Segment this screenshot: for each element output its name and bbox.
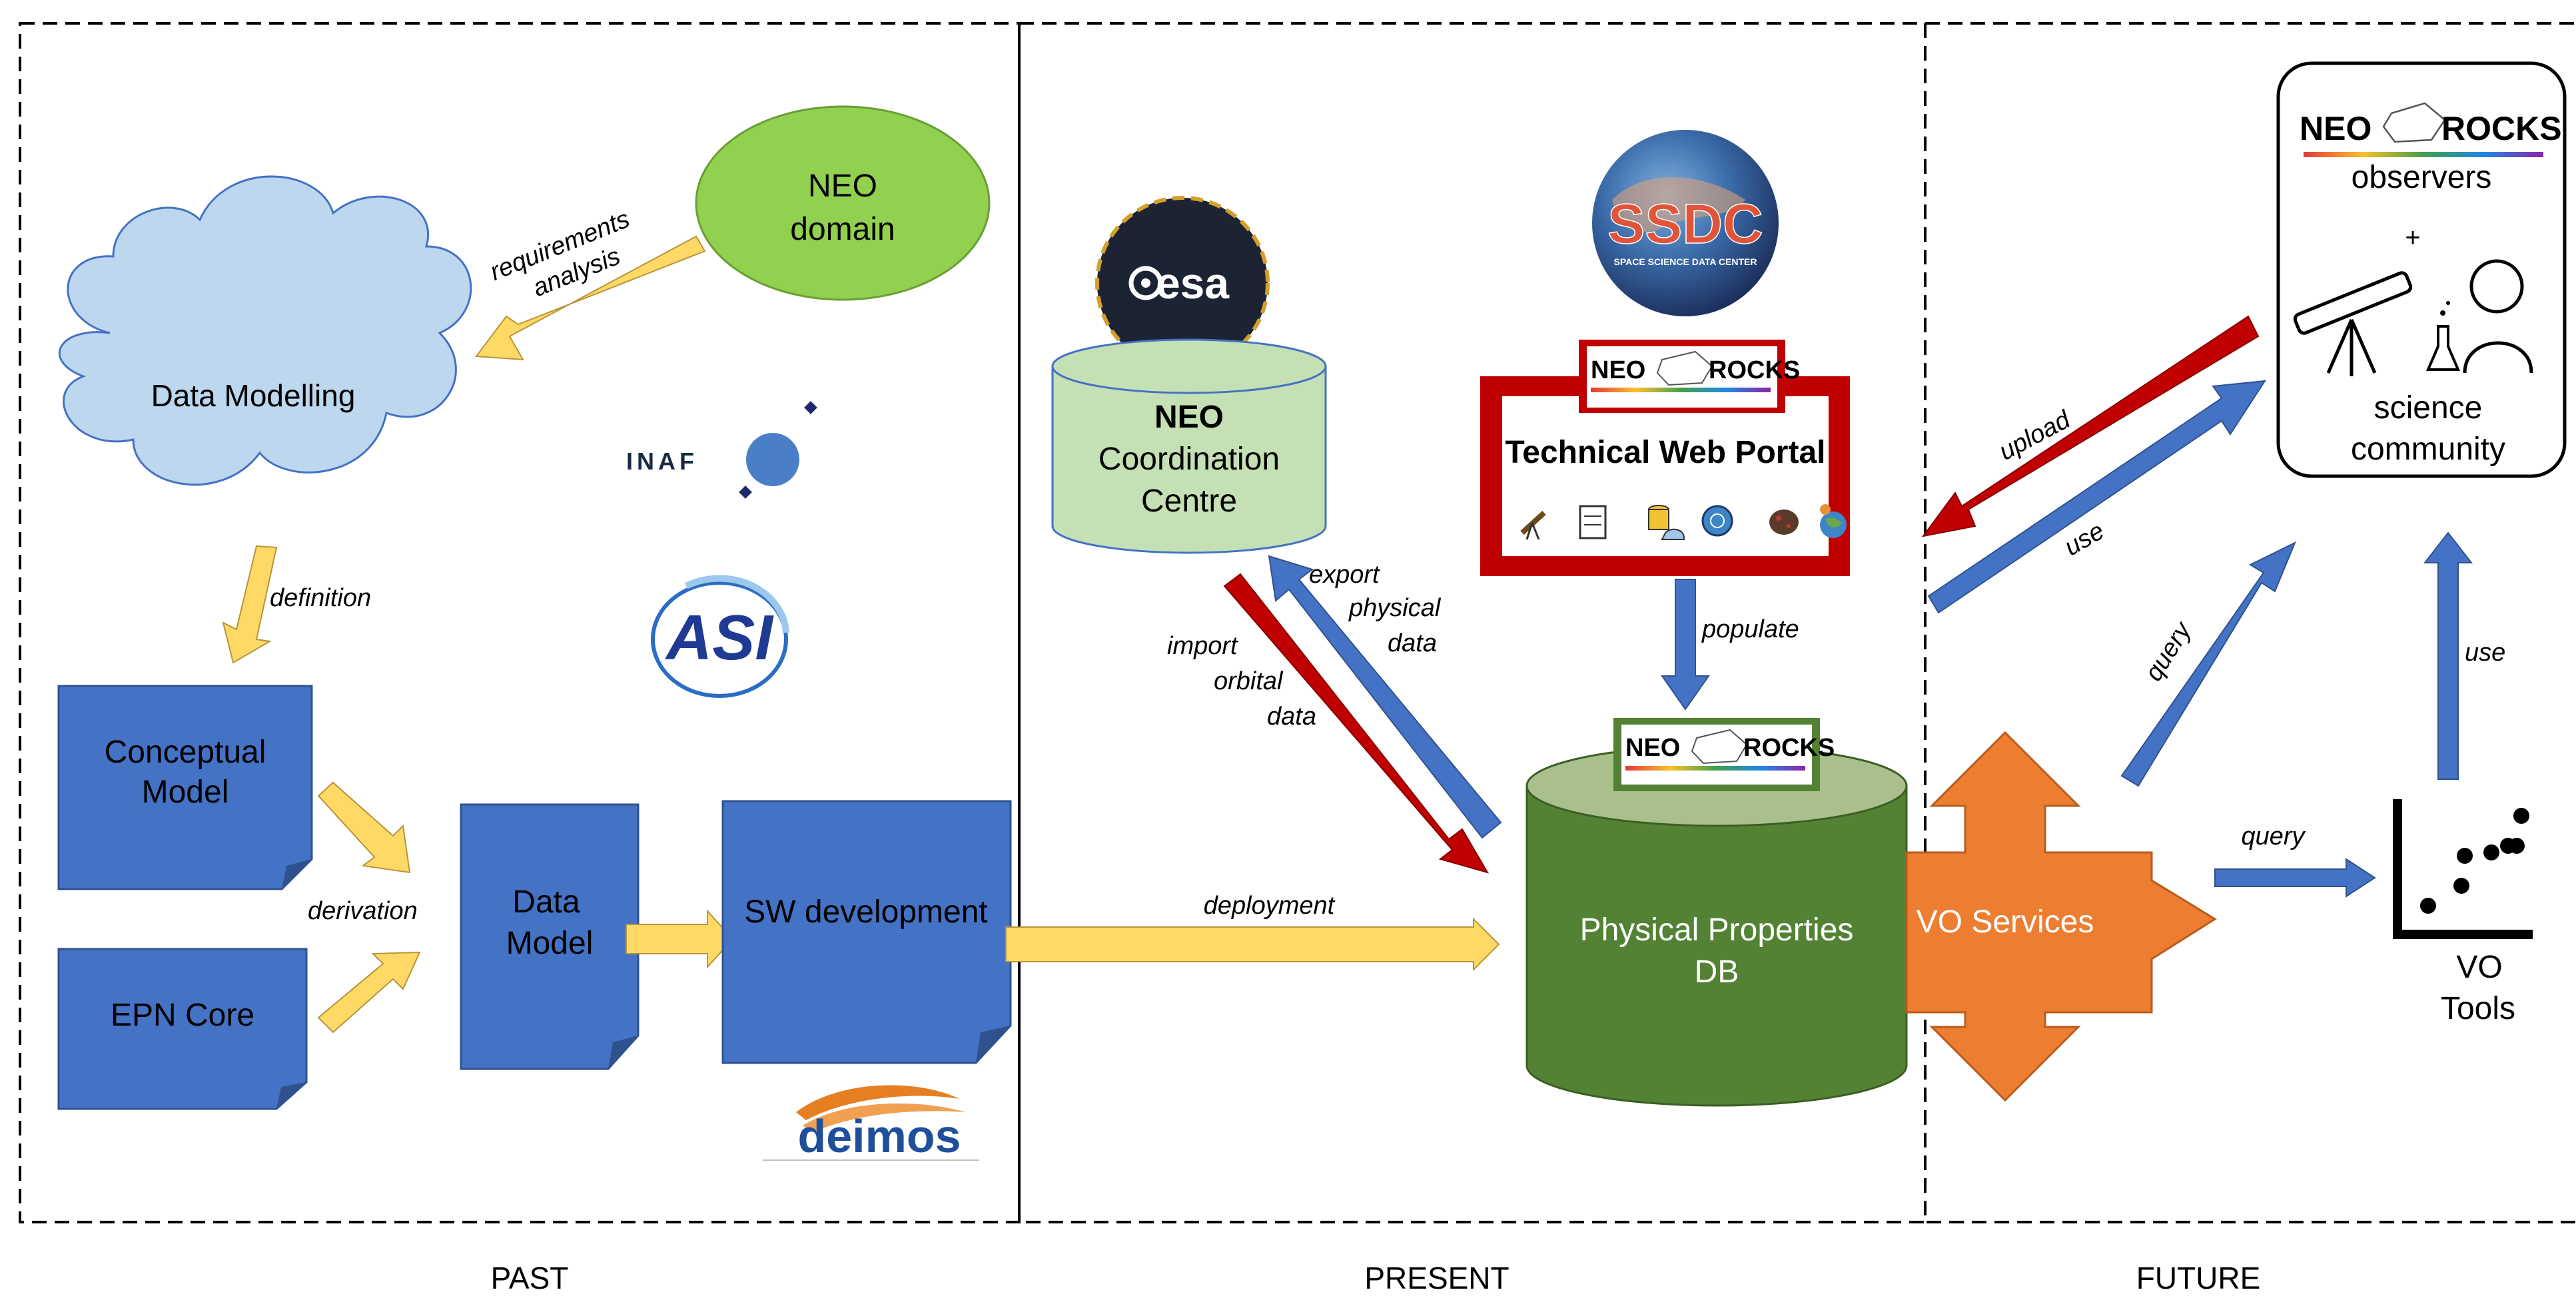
query-tools-label: query	[2241, 822, 2306, 850]
neo-cc-node: NEO Coordination Centre	[1051, 338, 1327, 554]
data-model-to-sw-arrow	[626, 909, 734, 969]
data-modelling-label: Data Modelling	[151, 378, 356, 413]
data-model-label-2: Model	[506, 926, 594, 961]
neo-cc-label-3: Centre	[1141, 484, 1237, 519]
science-community-label-1: science	[2374, 390, 2483, 426]
document-icon	[1579, 505, 1607, 539]
globe-icon	[1701, 505, 1733, 537]
neo-domain-label-2: domain	[790, 212, 895, 247]
export-label-2: physical	[1348, 594, 1442, 622]
portal-title: Technical Web Portal	[1505, 435, 1825, 470]
technical-web-portal-node: NEO ROCKS Technical Web Portal	[1480, 340, 1850, 576]
observers-label: observers	[2352, 160, 2492, 195]
import-label-3: data	[1267, 703, 1316, 731]
data-model-node: Data Model	[460, 803, 640, 1070]
sw-development-node: SW development	[721, 800, 1012, 1064]
ssdc-logo: SSDC SPACE SCIENCE DATA CENTER	[1592, 130, 1779, 316]
physical-properties-db-node: NEO ROCKS Physical Properties DB	[1525, 718, 1908, 1107]
deimos-logo: deimos	[763, 1085, 979, 1162]
epn-core-node: EPN Core	[57, 948, 308, 1110]
section-label-present: PRESENT	[1364, 1261, 1509, 1295]
export-label-1: export	[1309, 561, 1380, 589]
definition-label: definition	[270, 584, 371, 612]
science-community-label-2: community	[2351, 432, 2505, 467]
db-neorocks-left: NEO	[1625, 734, 1680, 762]
data-model-label-1: Data	[512, 884, 580, 920]
query-tools-arrow	[2214, 858, 2376, 898]
export-physical-data-arrow	[1268, 555, 1502, 839]
community-neorocks-logo: NEO ROCKS	[2300, 102, 2562, 157]
conceptual-model-label-2: Model	[142, 775, 229, 810]
scatter-chart-icon	[2393, 799, 2533, 939]
section-label-past: PAST	[491, 1261, 569, 1295]
community-neorocks-right: ROCKS	[2441, 110, 2562, 147]
populate-arrow	[1661, 579, 1710, 711]
use-portal-arrow	[1927, 380, 2266, 614]
conceptual-model-node: Conceptual Model	[57, 685, 313, 890]
deployment-arrow	[1005, 917, 1500, 972]
community-neorocks-left: NEO	[2300, 110, 2371, 147]
section-label-future: FUTURE	[2136, 1261, 2261, 1295]
esa-logo: esa	[1095, 196, 1270, 370]
community-box: NEO ROCKS observers + science community	[2276, 61, 2567, 478]
vo-services-node: VO Services	[1905, 731, 2217, 1102]
earth-impact-icon	[1820, 504, 1847, 538]
ssdc-logo-subtext: SPACE SCIENCE DATA CENTER	[1614, 256, 1757, 267]
import-label-1: import	[1167, 632, 1238, 660]
conceptual-model-label-1: Conceptual	[105, 735, 266, 770]
telescope-icon	[1520, 511, 1546, 540]
upload-arrow	[1921, 315, 2260, 537]
asi-logo: ASI	[651, 575, 789, 698]
query-science-label: query	[2140, 617, 2198, 687]
inaf-logo: INAF	[626, 401, 817, 499]
populate-label: populate	[1701, 615, 1799, 643]
vo-tools-label-1: VO	[2456, 950, 2502, 985]
db-neorocks-right: ROCKS	[1743, 734, 1835, 762]
use-tools-label: use	[2465, 639, 2505, 667]
esa-logo-text: esa	[1156, 258, 1230, 308]
requirements-analysis-arrow	[475, 235, 706, 361]
derivation-label: derivation	[308, 897, 418, 925]
db-neorocks-logo: NEO ROCKS	[1613, 718, 1835, 791]
db-label-2: DB	[1695, 954, 1739, 990]
derivation-arrow-top	[317, 781, 411, 874]
export-label-3: data	[1388, 629, 1437, 657]
inaf-logo-text: INAF	[626, 448, 698, 475]
vo-tools-label-2: Tools	[2441, 991, 2515, 1026]
portal-neorocks-logo: NEO ROCKS	[1579, 340, 1800, 413]
vo-tools-node: VO Tools	[2393, 799, 2533, 1026]
portal-neorocks-left: NEO	[1591, 356, 1645, 384]
use-tools-arrow	[2423, 531, 2473, 780]
vo-services-label: VO Services	[1917, 904, 2094, 940]
telescope-icon	[2293, 271, 2413, 376]
future-section-border	[1924, 22, 2576, 1223]
neo-domain-node: NEO domain	[695, 105, 991, 301]
neo-cc-label-2: Coordination	[1098, 442, 1280, 477]
import-orbital-data-arrow	[1223, 573, 1490, 874]
derivation-arrow-bottom	[317, 951, 421, 1034]
import-label-2: orbital	[1214, 667, 1284, 695]
asteroid-icon	[1769, 509, 1799, 535]
scientist-icon	[2425, 259, 2533, 374]
neo-cc-label-1: NEO	[1154, 400, 1224, 435]
neo-domain-label-1: NEO	[808, 168, 877, 204]
deimos-logo-text: deimos	[797, 1110, 961, 1162]
sw-development-label: SW development	[744, 894, 988, 930]
query-science-arrow	[2120, 541, 2296, 787]
epn-core-label: EPN Core	[111, 998, 254, 1033]
data-modelling-cloud: Data Modelling	[58, 175, 472, 486]
ssdc-logo-text: SSDC	[1607, 192, 1763, 255]
asi-logo-text: ASI	[665, 602, 774, 673]
plus-label: +	[2405, 223, 2420, 252]
database-icon	[1648, 505, 1685, 540]
portal-neorocks-right: ROCKS	[1709, 356, 1800, 384]
deployment-label: deployment	[1204, 892, 1336, 920]
definition-arrow	[222, 545, 278, 664]
db-label-1: Physical Properties	[1580, 912, 1854, 948]
